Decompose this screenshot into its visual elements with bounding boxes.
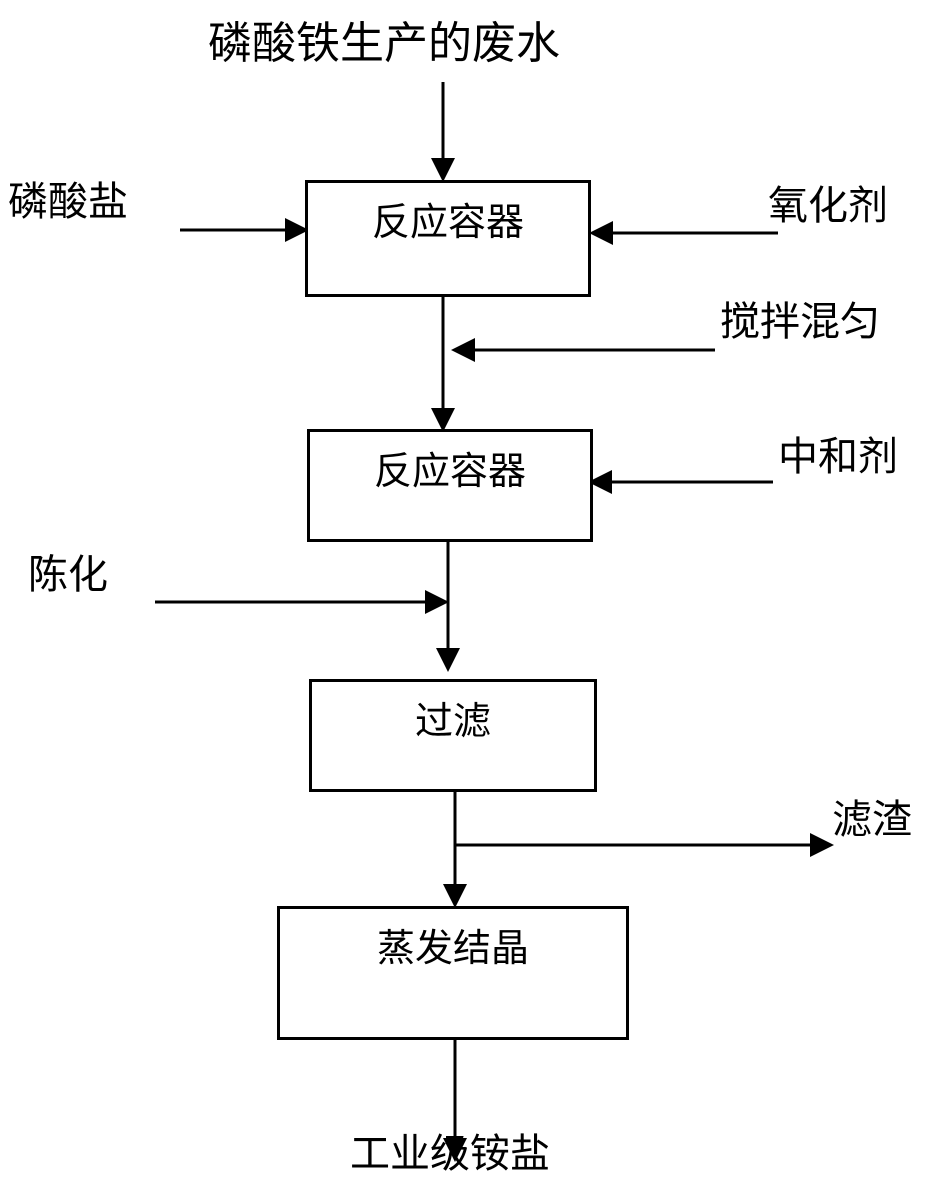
- reactor-box-2-label: 反应容器: [373, 449, 526, 493]
- reactor-box-2: 反应容器: [307, 429, 593, 542]
- arrowhead-wastewater: [431, 158, 455, 182]
- aging-label: 陈化: [28, 552, 108, 598]
- arrowhead-product: [443, 1138, 467, 1162]
- stir-label: 搅拌混匀: [720, 299, 880, 345]
- arrowhead-evaporation: [443, 884, 467, 908]
- filter-box-label: 过滤: [414, 699, 491, 743]
- arrowhead-stir: [451, 338, 475, 362]
- arrowhead-filter: [436, 648, 460, 672]
- arrowhead-phosphate: [285, 218, 309, 242]
- wastewater-source-label: 磷酸铁生产的废水: [208, 18, 560, 69]
- product-label: 工业级铵盐: [350, 1131, 550, 1177]
- evaporation-box-label: 蒸发结晶: [376, 926, 529, 970]
- residue-label: 滤渣: [832, 797, 912, 843]
- arrowhead-reactor2: [431, 408, 455, 432]
- phosphate-label: 磷酸盐: [8, 179, 128, 225]
- evaporation-box: 蒸发结晶: [277, 906, 629, 1040]
- reactor-box-1-label: 反应容器: [371, 200, 524, 244]
- arrowhead-aging: [425, 590, 449, 614]
- oxidant-label: 氧化剂: [768, 183, 888, 229]
- arrowhead-residue: [810, 833, 834, 857]
- arrowhead-neutralizer: [588, 470, 612, 494]
- filter-box: 过滤: [309, 679, 597, 792]
- neutralizer-label: 中和剂: [778, 434, 898, 480]
- arrowhead-oxidant: [589, 221, 613, 245]
- reactor-box-1: 反应容器: [305, 180, 591, 297]
